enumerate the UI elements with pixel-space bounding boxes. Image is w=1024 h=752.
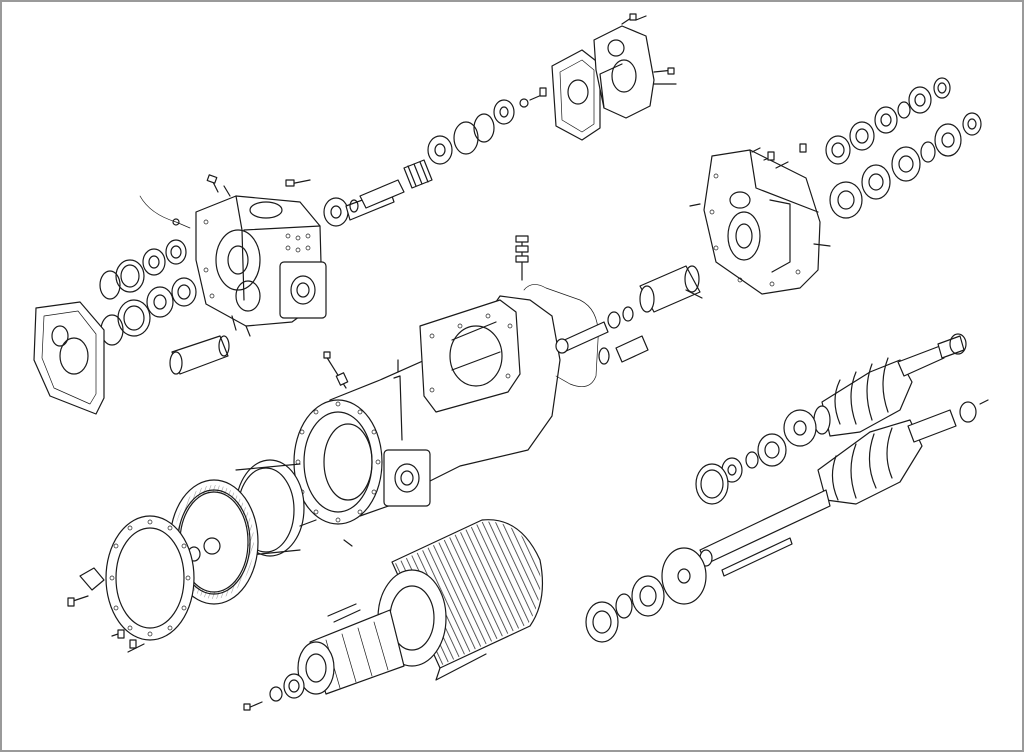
motor-end-rings	[67, 459, 353, 653]
lower-screw-rotor	[585, 399, 989, 643]
left-sleeve	[169, 335, 230, 375]
top-cover-housing	[593, 13, 677, 119]
top-shaft-assembly	[323, 87, 547, 227]
left-end-gasket	[33, 301, 105, 415]
right-lower-bearings	[829, 112, 982, 219]
main-compressor-housing	[293, 295, 561, 525]
left-seal-rings	[99, 239, 197, 346]
center-right-sleeve-parts	[555, 265, 703, 365]
right-upper-bearings	[825, 77, 951, 165]
top-gasket-plate	[551, 49, 601, 141]
left-gear-housing	[139, 195, 327, 327]
right-end-housing	[689, 143, 831, 295]
housing-top-fittings	[323, 235, 599, 389]
upper-screw-rotor	[695, 333, 967, 505]
left-housing-bolts	[206, 174, 311, 337]
motor-stator	[377, 519, 544, 681]
motor-rotor	[243, 603, 405, 711]
